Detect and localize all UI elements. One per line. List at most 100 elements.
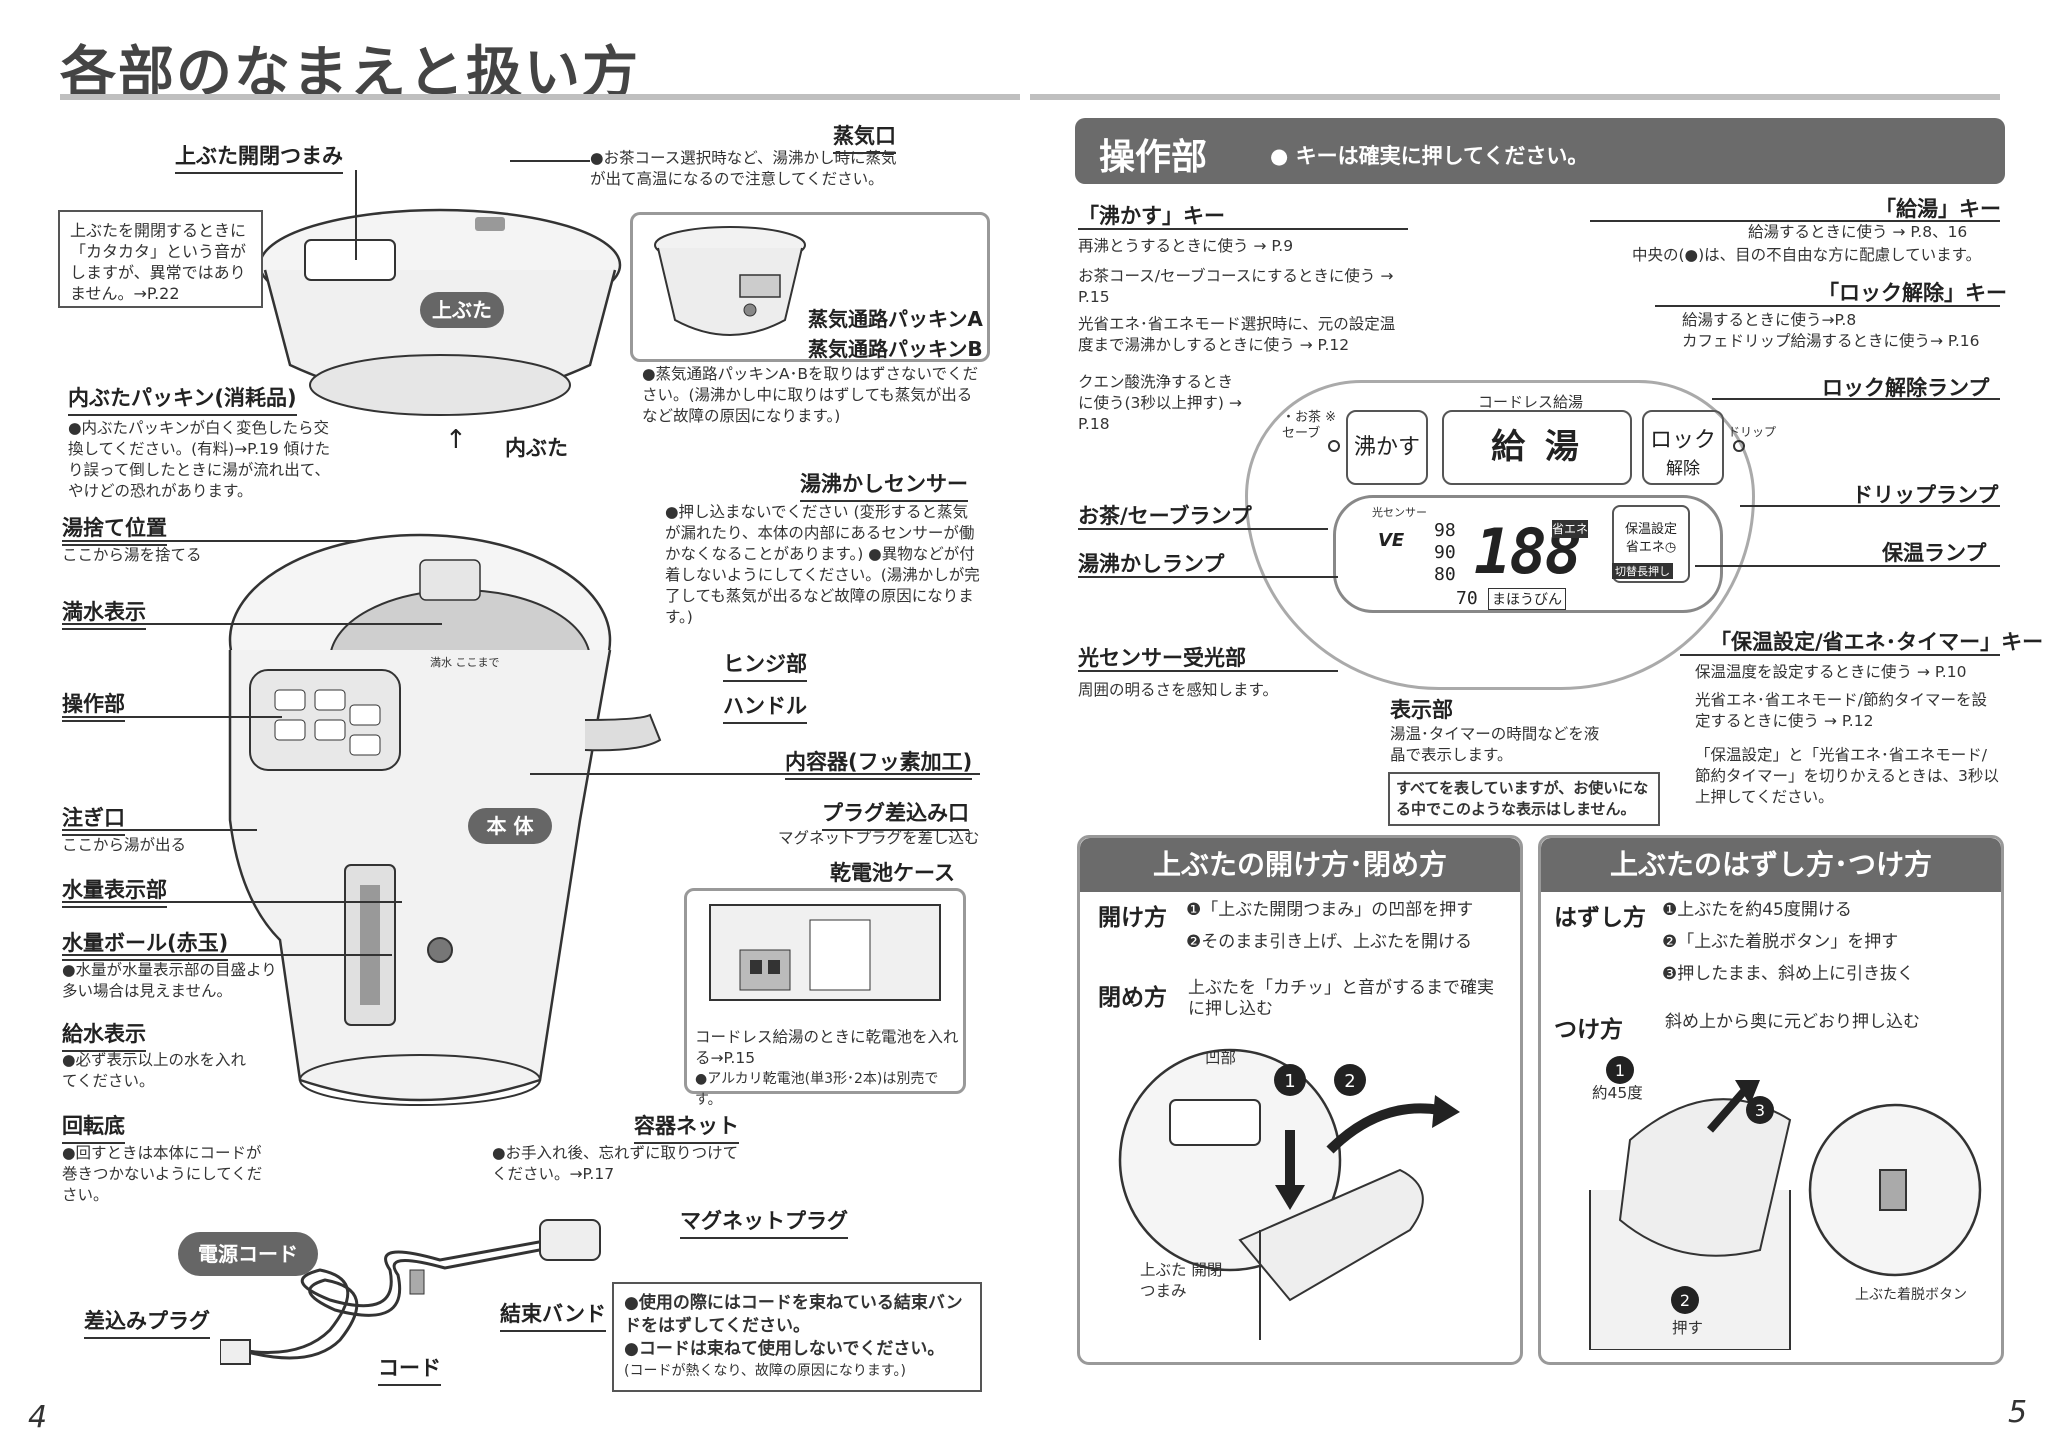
attach-text: 斜め上から奥に元どおり押し込む xyxy=(1665,1012,1920,1032)
boil-button[interactable]: 沸かす xyxy=(1346,410,1428,485)
battery-note: コードレス給湯のときに乾電池を入れる→P.15 xyxy=(695,1028,959,1067)
attach-label: つけ方 xyxy=(1554,1017,1623,1043)
hinge-label: ヒンジ部 xyxy=(723,648,807,682)
keep-small3: 切替長押し xyxy=(1612,563,1673,579)
inner-pot-label: 内容器(フッ素加工) xyxy=(785,746,973,780)
tea-lamp-dot xyxy=(1328,440,1340,452)
plug-port-label: プラグ差込み口 xyxy=(822,797,969,831)
lock-text: ロック xyxy=(1649,428,1716,453)
inner-mark: 満水 ここまで xyxy=(430,656,500,669)
lcd-frame xyxy=(1333,495,1723,613)
boil-note3: 光省エネ･省エネモード選択時に、元の設定温度まで湯沸かしするときに使う → P.… xyxy=(1078,315,1396,354)
drip-lamp-dot xyxy=(1733,440,1745,452)
title-rule-left xyxy=(60,94,1020,100)
keep-key-label: 「保温設定/省エネ･タイマー」キー xyxy=(1710,630,2044,654)
control-section-note: ● キーは確実に押してください。 xyxy=(1270,144,1589,168)
svg-text:1: 1 xyxy=(1284,1071,1295,1092)
rotating-base-label: 回転底 xyxy=(62,1110,125,1144)
cord-note1: ●使用の際にはコードを束ねている結束バンドをはずしてください。 xyxy=(624,1293,963,1336)
plug-port-note: マグネットプラグを差し込む xyxy=(778,829,980,847)
page-number-right: 5 xyxy=(2008,1395,2028,1430)
plug-label: 差込みプラグ xyxy=(84,1305,210,1339)
boil-lamp-label: 湯沸かしランプ xyxy=(1078,552,1225,576)
dispense-key-label: 「給湯」キー xyxy=(1875,197,2001,221)
svg-text:2: 2 xyxy=(1344,1071,1355,1092)
title-rule-right xyxy=(1030,94,2000,100)
handle-label: ハンドル xyxy=(723,690,807,724)
svg-text:3: 3 xyxy=(1755,1101,1765,1120)
steam-vent-note: ●お茶コース選択時など、湯沸かし時に蒸気が出て高温になるので注意してください。 xyxy=(590,149,897,188)
sensor-note: ●押し込まないでください (変形すると蒸気が漏れたり、本体の内部にあるセンサーが… xyxy=(665,503,980,626)
temp-90: 90 xyxy=(1434,542,1456,563)
packing-a-label: 蒸気通路パッキンA xyxy=(808,307,983,331)
cord-illustration xyxy=(220,1219,601,1365)
keep-note2: 光省エネ･省エネモード/節約タイマーを設定するときに使う → P.12 xyxy=(1695,691,1987,730)
inner-lid-packing-label: 内ぶたパッキン(消耗品) xyxy=(68,382,297,416)
boil-key-label: 「沸かす」キー xyxy=(1078,204,1225,228)
spout-note: ここから湯が出る xyxy=(62,836,187,854)
drain-pos-label: 湯捨て位置 xyxy=(62,512,167,546)
inner-lid-illustration xyxy=(654,226,806,336)
inner-lid-label: 内ぶた xyxy=(505,436,568,460)
page-number-left: 4 xyxy=(28,1400,48,1435)
spout-label: 注ぎ口 xyxy=(62,802,125,836)
cord-label: コード xyxy=(378,1352,441,1386)
unlock-key-label: 「ロック解除」キー xyxy=(1818,281,2007,305)
fill-mark-note: ●必ず表示以上の水を入れてください。 xyxy=(62,1051,247,1090)
mahou-small: まほうびん xyxy=(1488,588,1566,610)
keep-note1: 保温温度を設定するときに使う → P.10 xyxy=(1695,663,1967,681)
keep-button[interactable]: 保温設定 省エネ◷ xyxy=(1612,505,1690,583)
lid-badge: 上ぶた xyxy=(420,292,504,328)
display-label: 表示部 xyxy=(1390,698,1453,722)
open-label: 開け方 xyxy=(1098,905,1167,931)
lid-remove-title: 上ぶたのはずし方･つけ方 xyxy=(1541,838,2001,892)
dispense-note2: 中央の(●)は、目の不自由な方に配慮しています。 xyxy=(1632,246,1982,264)
packing-note: ●蒸気通路パッキンA･Bを取りはずさないでください。(湯沸かし中に取りはずしても… xyxy=(642,365,979,425)
inner-lid-packing-note: ●内ぶたパッキンが白く変色したら交換してください。(有料)→P.19 傾けたり誤… xyxy=(68,419,331,500)
unlock-lamp-label: ロック解除ランプ xyxy=(1822,376,1990,400)
temp-98: 98 xyxy=(1434,520,1456,541)
control-label: 操作部 xyxy=(62,688,125,722)
sensor-small: 光センサー xyxy=(1372,506,1427,519)
lid-open-title: 上ぶたの開け方･閉め方 xyxy=(1080,838,1520,892)
cord-note3: (コードが熱くなり、故障の原因になります。) xyxy=(624,1363,906,1379)
keep-small2: 省エネ◷ xyxy=(1625,540,1677,555)
ve-mark: VE xyxy=(1378,530,1405,551)
detach-btn-label: 上ぶた着脱ボタン xyxy=(1855,1287,1967,1303)
water-gauge-label: 水量表示部 xyxy=(62,874,167,908)
svg-text:1: 1 xyxy=(1615,1061,1625,1080)
dent-label: 凹部 xyxy=(1205,1049,1237,1067)
body-badge: 本 体 xyxy=(468,808,552,844)
tea-lamp-label: お茶/セーブランプ xyxy=(1078,504,1252,528)
water-ball-label: 水量ボール(赤玉) xyxy=(62,927,229,961)
band-label: 結束バンド xyxy=(500,1298,607,1332)
lid-knob-note: 上ぶたを開閉するときに「カタカタ」という音がしますが、異常ではありません。→P.… xyxy=(58,210,263,308)
light-sensor-note: 周囲の明るさを感知します。 xyxy=(1078,681,1278,699)
display-note2: すべてを表していますが、お使いになる中でこのような表示はしません。 xyxy=(1388,772,1660,826)
boil-note2: お茶コース/セーブコースにするときに使う → P.15 xyxy=(1078,267,1394,306)
sensor-label: 湯沸かしセンサー xyxy=(800,468,968,502)
close-text: 上ぶたを「カチッ」と音がするまで確実に押し込む xyxy=(1188,978,1494,1019)
dispense-button[interactable]: 給 湯 xyxy=(1442,410,1632,485)
cordless-label: コードレス給湯 xyxy=(1478,393,1584,411)
eco-small: 省エネ xyxy=(1552,520,1589,538)
knob-small-label: 上ぶた 開閉つまみ xyxy=(1140,1261,1223,1300)
drip-small-label: ドリップ xyxy=(1728,425,1777,439)
cord-note2: ●コードは束ねて使用しないでください。 xyxy=(624,1339,945,1359)
cord-note-box: ●使用の際にはコードを束ねている結束バンドをはずしてください。 ●コードは束ねて… xyxy=(612,1282,982,1392)
press-label: 押す xyxy=(1672,1319,1704,1337)
battery-label: 乾電池ケース xyxy=(830,861,955,885)
dispense-note1: 給湯するときに使う → P.8、16 xyxy=(1748,223,1968,241)
rotating-base-note: ●回すときは本体にコードが巻きつかないようにしてください。 xyxy=(62,1144,263,1204)
unlock-button[interactable]: ロック 解除 xyxy=(1642,410,1724,485)
lid-knob-label: 上ぶた開閉つまみ xyxy=(175,140,343,174)
packing-b-label: 蒸気通路パッキンB xyxy=(808,337,983,361)
drain-pos-note: ここから湯を捨てる xyxy=(62,546,202,564)
drip-lamp-label: ドリップランプ xyxy=(1852,483,1999,507)
temp-80: 80 xyxy=(1434,564,1456,585)
lid-illustration xyxy=(258,208,622,416)
deg45-label: 約45度 xyxy=(1592,1084,1643,1102)
arrow-up-icon: ↑ xyxy=(445,425,467,455)
remove-label: はずし方 xyxy=(1554,905,1646,931)
unlock-text: 解除 xyxy=(1666,459,1700,479)
